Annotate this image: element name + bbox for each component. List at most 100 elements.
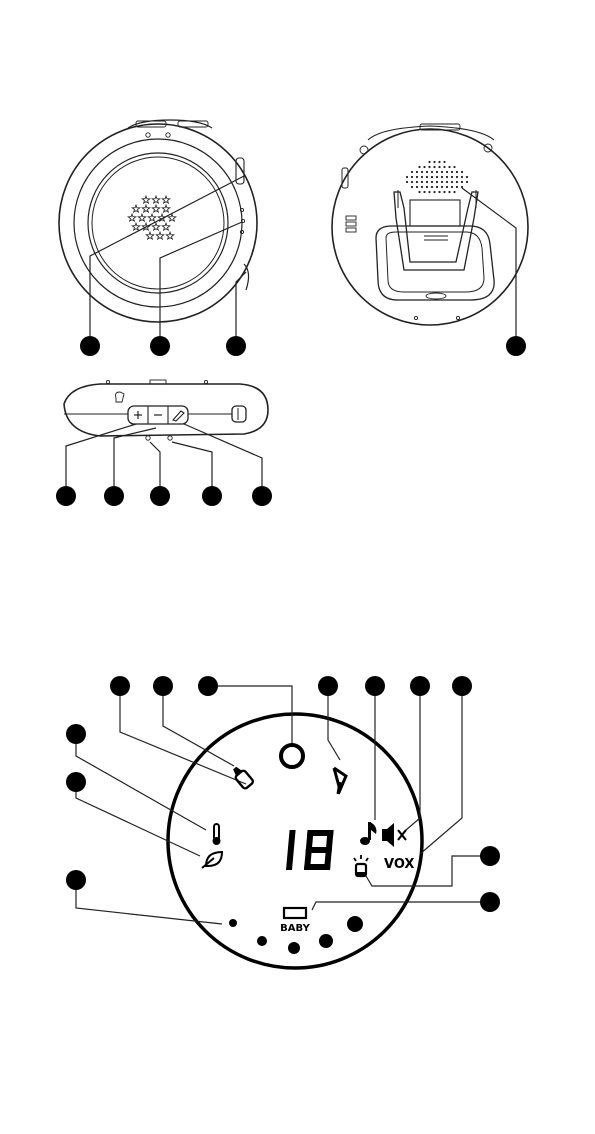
speaker-hole bbox=[436, 181, 438, 183]
speaker-hole bbox=[438, 166, 440, 168]
sound-level-dot bbox=[319, 934, 333, 948]
leaf-eco-icon bbox=[202, 852, 222, 868]
sound-level-dot bbox=[347, 916, 363, 932]
sound-level-dot bbox=[229, 919, 237, 927]
grille-star bbox=[132, 205, 140, 212]
alarm-ring-icon bbox=[281, 745, 303, 767]
callout-marker bbox=[252, 486, 272, 506]
speaker-hole bbox=[416, 181, 418, 183]
lcd-digits bbox=[286, 830, 334, 870]
grille-star bbox=[156, 232, 164, 239]
speaker-hole bbox=[416, 176, 418, 178]
speaker-hole bbox=[421, 186, 423, 188]
vox-icon: VOX bbox=[384, 857, 414, 872]
speaker-hole bbox=[433, 166, 435, 168]
speaker-hole bbox=[451, 176, 453, 178]
speaker-hole bbox=[453, 191, 455, 193]
lcd-segment bbox=[288, 830, 296, 850]
signal-antenna-icon bbox=[334, 768, 346, 794]
speaker-hole bbox=[416, 171, 418, 173]
speaker-hole bbox=[406, 176, 408, 178]
callout-marker bbox=[506, 336, 526, 356]
grille-star bbox=[132, 223, 140, 230]
callout-marker bbox=[150, 336, 170, 356]
callout-marker bbox=[318, 676, 338, 696]
thermometer-icon bbox=[213, 824, 221, 845]
callout-marker bbox=[365, 676, 385, 696]
speaker-hole bbox=[423, 166, 425, 168]
speaker-hole bbox=[418, 191, 420, 193]
speaker-hole bbox=[411, 176, 413, 178]
callout-marker bbox=[104, 486, 124, 506]
speaker-hole bbox=[451, 186, 453, 188]
speaker-hole bbox=[411, 186, 413, 188]
grille-star bbox=[162, 196, 170, 203]
sound-level-dot bbox=[257, 936, 267, 946]
speaker-hole bbox=[423, 191, 425, 193]
speaker-hole bbox=[438, 191, 440, 193]
sound-level-dot bbox=[288, 942, 300, 954]
side-view bbox=[64, 380, 268, 440]
speaker-hole bbox=[411, 171, 413, 173]
speaker-hole bbox=[466, 181, 468, 183]
callout-marker bbox=[110, 676, 130, 696]
speaker-hole bbox=[461, 181, 463, 183]
speaker-hole bbox=[461, 176, 463, 178]
speaker-hole bbox=[431, 176, 433, 178]
speaker-hole bbox=[446, 176, 448, 178]
grille-star bbox=[138, 214, 146, 221]
callout-marker bbox=[150, 486, 170, 506]
callout-marker bbox=[452, 676, 472, 696]
back-view bbox=[332, 124, 528, 325]
speaker-hole bbox=[456, 181, 458, 183]
speaker-hole bbox=[453, 166, 455, 168]
callout-marker bbox=[66, 772, 86, 792]
grille-star bbox=[152, 205, 160, 212]
grille-star bbox=[166, 232, 174, 239]
callout-marker bbox=[226, 336, 246, 356]
speaker-hole bbox=[443, 166, 445, 168]
grille-star bbox=[152, 223, 160, 230]
speaker-hole bbox=[431, 186, 433, 188]
speaker-hole bbox=[446, 186, 448, 188]
speaker-hole bbox=[456, 176, 458, 178]
grille-star bbox=[142, 205, 150, 212]
speaker-hole bbox=[466, 176, 468, 178]
speaker-hole bbox=[426, 171, 428, 173]
grille-star bbox=[146, 232, 154, 239]
speaker-hole bbox=[441, 186, 443, 188]
grille-star bbox=[142, 196, 150, 203]
sound-level-dots bbox=[229, 916, 363, 954]
speaker-hole bbox=[448, 191, 450, 193]
speaker-hole bbox=[446, 181, 448, 183]
feeding-bottle-icon bbox=[230, 764, 254, 789]
speaker-hole bbox=[443, 191, 445, 193]
speaker-hole bbox=[441, 181, 443, 183]
speaker-mute-icon bbox=[382, 823, 406, 847]
talk-icon bbox=[173, 411, 184, 421]
grille-star bbox=[128, 214, 136, 221]
speaker-hole bbox=[421, 176, 423, 178]
baby-label: BABY bbox=[280, 923, 310, 934]
speaker-hole bbox=[433, 161, 435, 163]
back-leader-line bbox=[462, 188, 516, 346]
speaker-hole bbox=[448, 166, 450, 168]
speaker-hole bbox=[436, 176, 438, 178]
speaker-hole bbox=[436, 171, 438, 173]
speaker-hole bbox=[426, 186, 428, 188]
speaker-hole bbox=[438, 161, 440, 163]
speaker-hole bbox=[443, 161, 445, 163]
grille-star bbox=[152, 196, 160, 203]
speaker-hole bbox=[421, 171, 423, 173]
grille-star bbox=[162, 205, 170, 212]
back-speaker-holes bbox=[406, 161, 468, 193]
callout-marker bbox=[202, 486, 222, 506]
speaker-hole bbox=[441, 176, 443, 178]
callout-marker bbox=[66, 870, 86, 890]
grille-star bbox=[148, 214, 156, 221]
callout-marker bbox=[480, 892, 500, 912]
music-note-icon bbox=[360, 822, 376, 845]
callout-markers bbox=[56, 336, 526, 912]
night-light-icon bbox=[354, 855, 368, 876]
